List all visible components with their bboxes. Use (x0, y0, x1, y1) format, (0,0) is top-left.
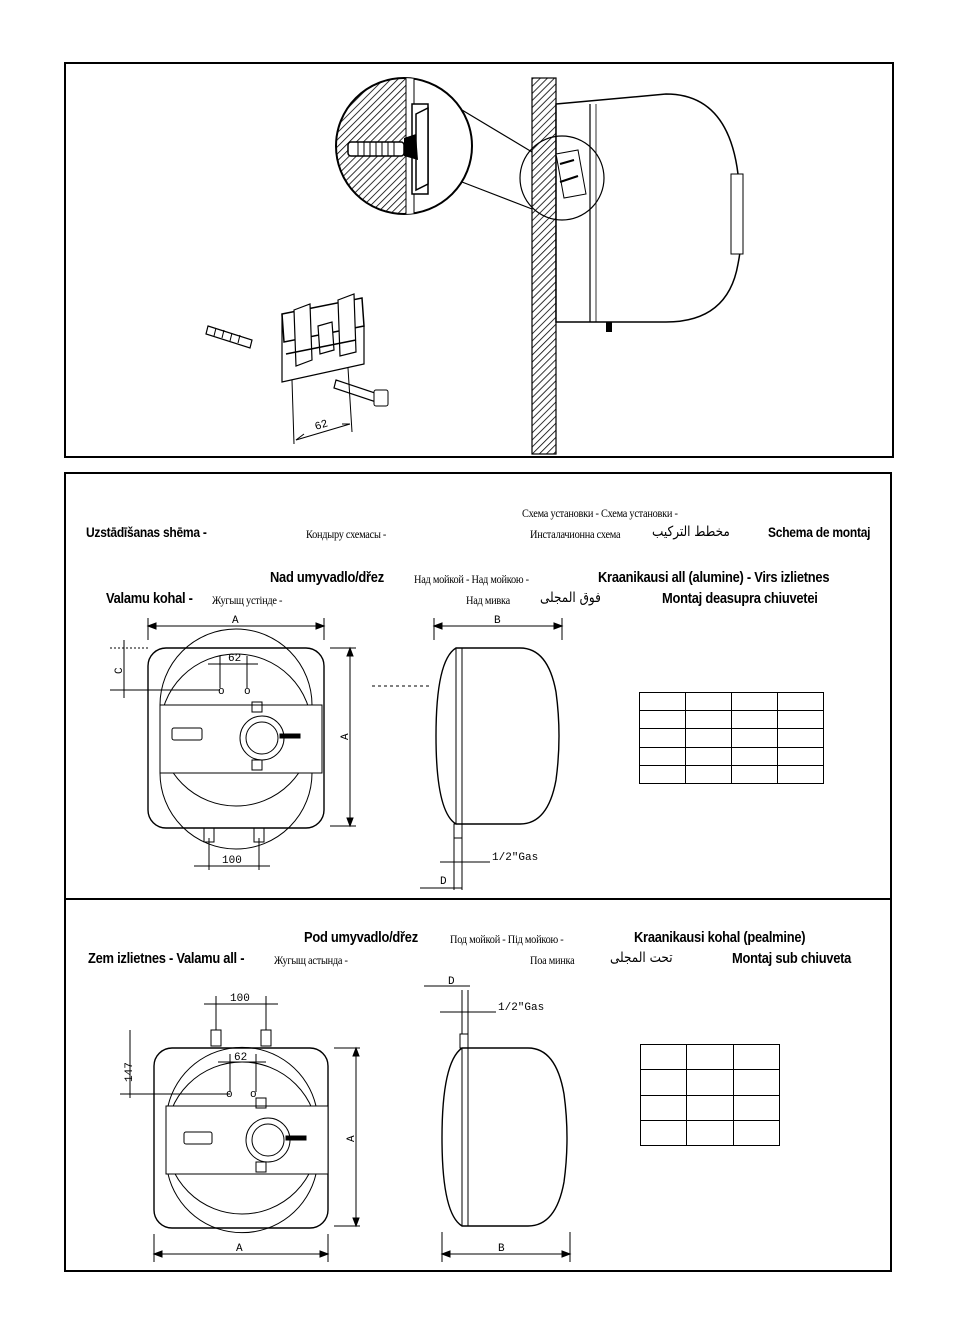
under-line2-a: Zem izlietnes - Valamu all - (88, 950, 245, 967)
mounting-illustration: 62 (205, 77, 744, 455)
under-line2-c: Поа минка (530, 953, 575, 967)
svg-text:o: o (250, 1089, 257, 1101)
above-dim-a-side: A (340, 733, 352, 740)
above-line2-a: Valamu kohal - (106, 590, 193, 607)
above-line2-d: Montaj deasupra chiuvetei (662, 590, 818, 607)
header-line1: Схема установки - Схема установки - (522, 506, 678, 520)
under-dim-b: B (498, 1243, 505, 1255)
svg-text:o: o (226, 1089, 233, 1101)
under-line1-c: Kraanikausi kohal (pealmine) (634, 929, 806, 946)
under-dim-gas: 1/2"Gas (498, 1002, 544, 1014)
above-dim-b: B (494, 615, 501, 627)
above-dim-100: 100 (222, 855, 242, 867)
bracket-exploded-view (205, 293, 389, 445)
under-dimension-table (639, 1043, 781, 1147)
under-dim-100: 100 (230, 993, 250, 1005)
under-line1-b: Под мойкой - Під мойкою - (450, 932, 564, 946)
above-dim-a: A (232, 615, 239, 627)
header-instal: Инсталачионна схема (530, 527, 621, 541)
under-dim-a-side: A (346, 1135, 358, 1142)
header-schema-montaj: Schema de montaj (768, 524, 871, 540)
under-dim-147: 147 (124, 1062, 136, 1082)
above-line2-c: Над мивка (466, 593, 510, 607)
header-arabic-install: مخطط التركيب (652, 524, 730, 540)
under-line1-a: Pod umyvadlo/dřez (304, 929, 418, 946)
mount-dim-62: 62 (314, 418, 330, 433)
svg-text:o: o (218, 686, 225, 698)
zoom-detail-circle (335, 77, 473, 215)
above-dim-d: D (440, 876, 447, 888)
under-line2-d: Montaj sub chiuveta (732, 950, 852, 967)
above-line1-b: Над мойкой - Над мойкою - (414, 572, 529, 586)
above-dimension-table (639, 691, 824, 785)
zoom-leader-line (461, 109, 533, 153)
above-dim-62: 62 (228, 653, 241, 665)
svg-text:o: o (244, 686, 251, 698)
wall (531, 77, 557, 455)
heater-side-view (519, 93, 744, 332)
above-line2-arabic: فوق المجلى (540, 590, 601, 606)
under-dim-d: D (448, 976, 455, 988)
above-line1-a: Nad umyvadlo/dřez (270, 569, 384, 586)
above-line1-c: Kraanikausi all (alumine) - Virs izlietn… (598, 569, 830, 586)
under-line2-b: Жугыщ астында - (274, 953, 348, 967)
under-dim-a: A (236, 1243, 243, 1255)
under-dim-62: 62 (234, 1052, 247, 1064)
mounting-illustration-frame: 62 (64, 62, 894, 458)
above-line2-b: Жугыщ устінде - (212, 593, 283, 607)
header-kondyru: Кондыру схемасы - (306, 527, 387, 541)
under-line2-arabic: تحت المجلى (610, 950, 673, 966)
header-uzstadisanas: Uzstādīšanas shēma - (86, 524, 207, 540)
above-dim-c: C (114, 667, 126, 674)
above-dim-gas: 1/2"Gas (492, 852, 538, 864)
